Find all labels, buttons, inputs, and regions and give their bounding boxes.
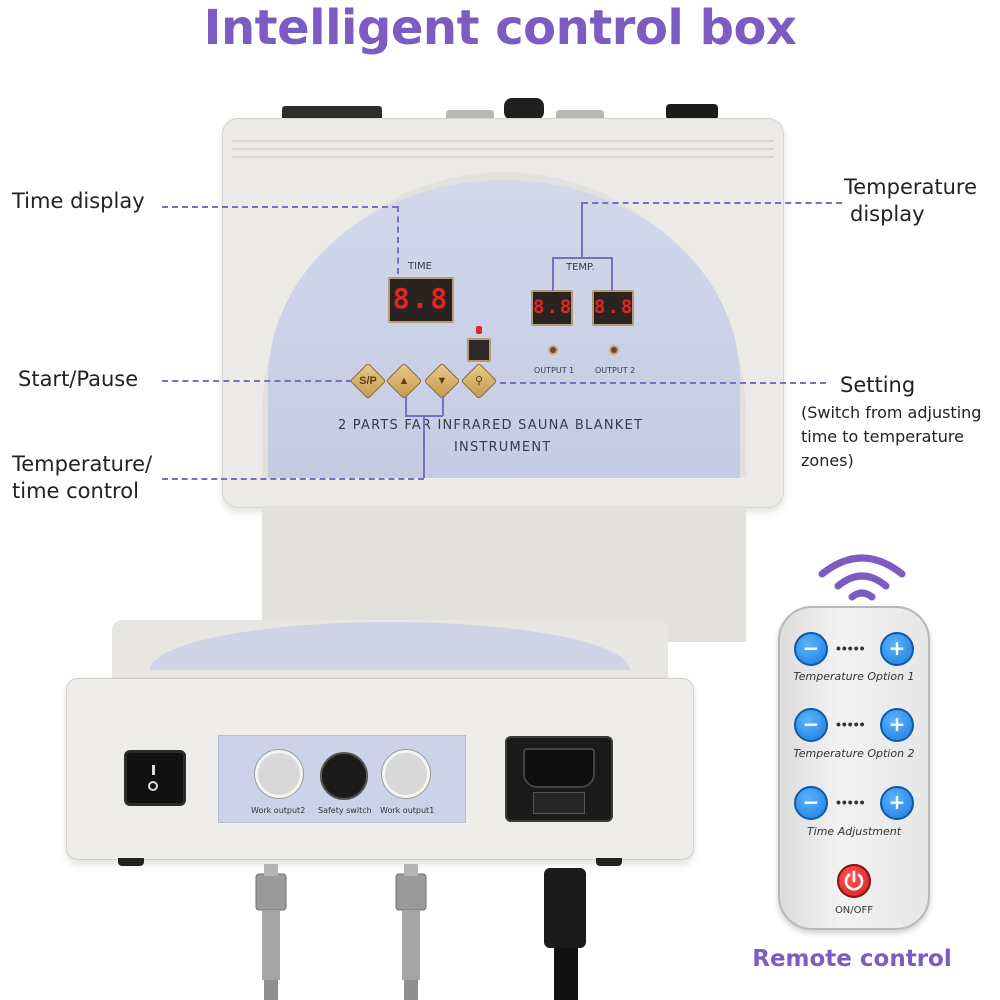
temperature-display-2: 8.8 xyxy=(592,290,634,326)
work-output1-label: Work output1 xyxy=(380,806,435,815)
leader-control-bar xyxy=(405,415,443,417)
callout-temperature-display-2: display xyxy=(850,202,925,226)
leader-temp-time-control xyxy=(162,478,424,480)
temp-option2-plus-button[interactable]: + xyxy=(880,708,914,742)
power-cable xyxy=(544,868,586,1000)
power-button[interactable] xyxy=(837,864,871,898)
temp-option2-label: Temperature Option 2 xyxy=(793,747,915,760)
din-cable-right xyxy=(395,864,427,1000)
safety-switch[interactable] xyxy=(320,752,368,800)
time-display: 8.8 xyxy=(388,277,454,323)
callout-start-pause: Start/Pause xyxy=(18,367,139,391)
power-icon xyxy=(844,870,864,891)
temp-option1-label: Temperature Option 1 xyxy=(793,670,915,683)
top-port-grey-2 xyxy=(556,110,604,120)
leader-time-display-drop xyxy=(397,206,399,274)
leader-temp-bar xyxy=(552,257,612,259)
temp-option1-dots: ••••• xyxy=(836,640,866,656)
foot-left xyxy=(118,858,144,866)
wrench-icon: ⚲ xyxy=(474,375,484,387)
temp-option2-minus-button[interactable]: − xyxy=(794,708,828,742)
callout-temperature-display-1: Temperature xyxy=(844,175,978,199)
page-title: Intelligent control box xyxy=(203,0,797,56)
temperature-display-1: 8.8 xyxy=(531,290,573,326)
top-port-grey-1 xyxy=(446,110,494,120)
safety-switch-label: Safety switch xyxy=(318,806,372,815)
callout-time-display: Time display xyxy=(12,189,145,213)
product-name-line2: INSTRUMENT xyxy=(454,440,552,455)
panel-bottom-edge xyxy=(232,478,774,506)
power-inlet-socket xyxy=(523,748,595,788)
power-inlet-fuse xyxy=(533,792,585,814)
temp-option1-plus-button[interactable]: + xyxy=(880,632,914,666)
ridge-1 xyxy=(232,140,774,142)
leader-temp-right xyxy=(611,257,613,291)
receiver-indicator-led xyxy=(476,326,482,334)
din-cable-left xyxy=(255,864,287,1000)
time-adjust-plus-button[interactable]: + xyxy=(880,786,914,820)
leader-setting xyxy=(500,382,826,384)
on-off-label: ON/OFF xyxy=(834,905,874,916)
power-rocker-switch[interactable] xyxy=(124,750,186,806)
work-output2-port[interactable] xyxy=(255,750,303,798)
ridge-3 xyxy=(232,156,774,158)
callout-setting-desc-2: time to temperature xyxy=(801,427,964,446)
wifi-signal-icon xyxy=(818,554,906,601)
temp-option1-minus-button[interactable]: − xyxy=(794,632,828,666)
remote-receiver-icon xyxy=(467,338,491,362)
rocker-on-mark xyxy=(152,765,155,775)
top-power-switch xyxy=(666,104,718,120)
time-adjust-dots: ••••• xyxy=(836,794,866,810)
product-name-line1: 2 PARTS FAR INFRARED SAUNA BLANKET xyxy=(338,418,644,433)
cables xyxy=(255,864,586,1000)
temp-label: TEMP. xyxy=(566,262,595,273)
power-inlet[interactable] xyxy=(505,736,613,822)
callout-setting-desc-3: zones) xyxy=(801,451,854,470)
temp-option2-dots: ••••• xyxy=(836,716,866,732)
callout-setting-desc-1: (Switch from adjusting xyxy=(801,403,982,422)
callout-temp-time-control-1: Temperature/ xyxy=(12,452,153,476)
leader-temp-stem xyxy=(581,202,583,258)
output1-indicator xyxy=(548,345,558,355)
leader-temp-left xyxy=(552,257,554,291)
leader-control-stem xyxy=(423,416,425,478)
foot-right xyxy=(596,858,622,866)
time-adjust-minus-button[interactable]: − xyxy=(794,786,828,820)
ridge-2 xyxy=(232,148,774,150)
leader-control-left xyxy=(405,396,407,416)
leader-temperature-display xyxy=(582,202,842,204)
time-label: TIME xyxy=(408,261,433,272)
callout-temp-time-control-2: time control xyxy=(12,479,139,503)
control-panel-face xyxy=(268,180,740,480)
output1-label: OUTPUT 1 xyxy=(534,366,575,375)
leader-start-pause xyxy=(162,380,352,382)
time-adjust-label: Time Adjustment xyxy=(806,825,902,838)
leader-control-right xyxy=(442,396,444,416)
output2-label: OUTPUT 2 xyxy=(595,366,636,375)
rocker-off-mark xyxy=(148,781,158,791)
top-port-knob xyxy=(504,98,544,120)
leader-time-display xyxy=(162,206,398,208)
remote-caption: Remote control xyxy=(752,946,952,972)
output2-indicator xyxy=(609,345,619,355)
work-output2-label: Work output2 xyxy=(251,806,306,815)
callout-setting: Setting xyxy=(840,373,916,397)
work-output1-port[interactable] xyxy=(382,750,430,798)
